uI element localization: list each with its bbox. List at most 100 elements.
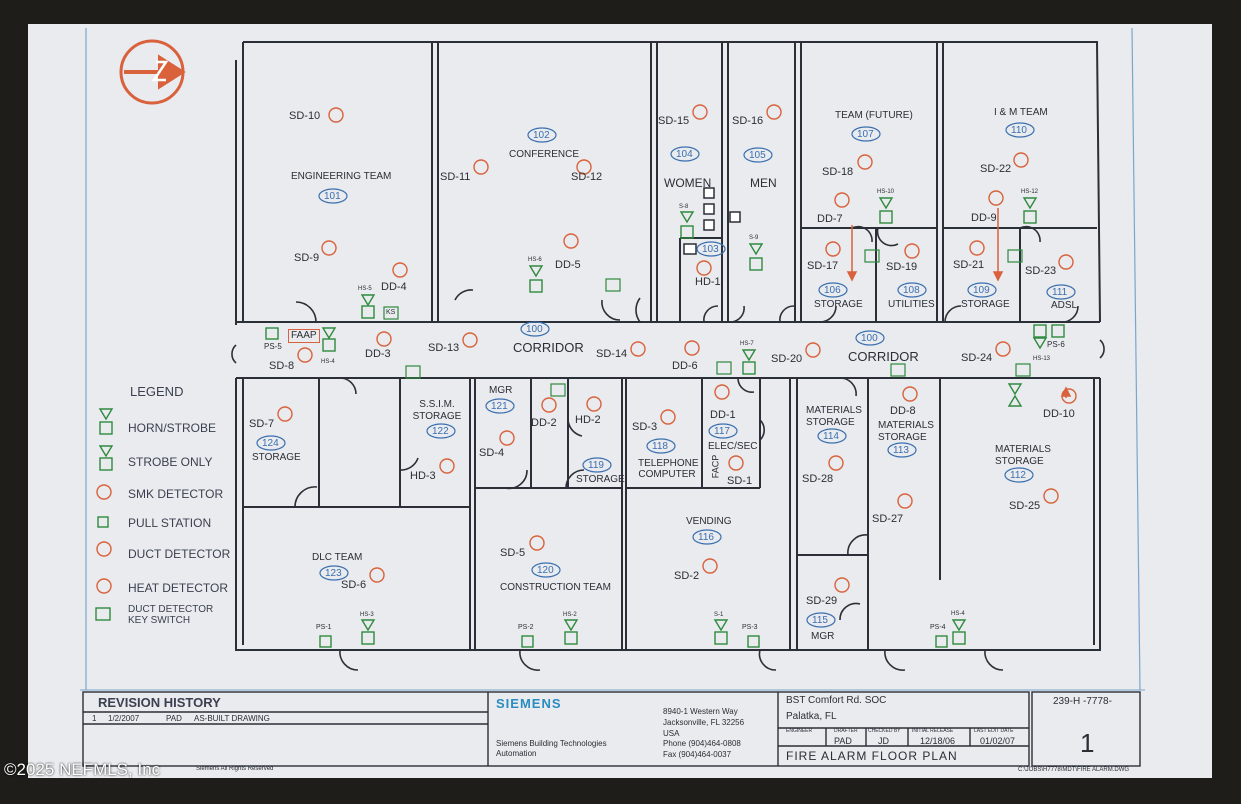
room-number: 118 <box>652 441 668 452</box>
device-label: SD-15 <box>658 115 690 127</box>
device-label: DD-6 <box>672 360 698 372</box>
room-label: STORAGE <box>576 474 625 485</box>
drafter-value: PAD <box>834 736 852 746</box>
device-label: SD-6 <box>341 579 367 591</box>
facp-panel: FACP <box>710 454 721 479</box>
device-label: SD-8 <box>269 360 295 372</box>
device-tag: PS-1 <box>316 624 332 631</box>
room-label: ENGINEERING TEAM <box>291 171 392 182</box>
device-label: DD-1 <box>710 409 736 421</box>
room-label: STORAGE <box>252 452 301 463</box>
device-label: SD-28 <box>802 473 834 485</box>
project-name: BST Comfort Rd. SOC <box>786 695 887 706</box>
engineer-header: ENGINEER <box>786 728 813 734</box>
last-edit-value: 01/02/07 <box>980 736 1016 746</box>
room-number: 106 <box>824 285 841 296</box>
drawing-title: FIRE ALARM FLOOR PLAN <box>786 749 958 763</box>
device-label: DD-8 <box>890 405 916 417</box>
drawing-sheet <box>28 24 1212 778</box>
initial-release-header: INITIAL RELEASE <box>912 728 954 734</box>
room-number: 108 <box>903 285 920 296</box>
device-tag: HS-4 <box>321 359 335 365</box>
device-label: DD-2 <box>531 417 557 429</box>
device-tag: HS-4 <box>951 611 965 617</box>
room-label: ADSL <box>1051 300 1078 311</box>
device-label: SD-2 <box>674 570 700 582</box>
device-label: SD-10 <box>289 110 321 122</box>
fax-number: Fax (904)464-0037 <box>663 750 732 759</box>
room-label: I & M TEAM <box>994 107 1048 118</box>
legend-pull-station: PULL STATION <box>128 516 212 530</box>
room-label: ELEC/SEC <box>708 441 758 452</box>
address-line-3: USA <box>663 729 680 738</box>
room-label: MGR <box>489 385 513 396</box>
device-label: SD-16 <box>732 115 764 127</box>
device-label: DD-7 <box>817 213 843 225</box>
key-switch-tag: KS <box>386 309 396 316</box>
device-label: SD-17 <box>807 260 839 272</box>
device-tag: HS-2 <box>563 612 577 618</box>
room-label: CORRIDOR <box>848 349 919 364</box>
siemens-logo: SIEMENS <box>496 696 562 711</box>
device-label: SD-12 <box>571 171 603 183</box>
room-number: 121 <box>491 401 508 412</box>
room-label: CONFERENCE <box>509 149 580 160</box>
device-label: HD-3 <box>410 470 436 482</box>
room-number: 120 <box>537 565 554 576</box>
revision-author: PAD <box>166 714 182 723</box>
room-number: 110 <box>1011 125 1027 136</box>
project-city: Palatka, FL <box>786 711 837 722</box>
watermark: ©2025 NEFMLS, Inc <box>4 760 161 779</box>
room-number: 100 <box>526 324 543 335</box>
company-division: Automation <box>496 749 537 758</box>
device-tag: HS-13 <box>1033 356 1051 362</box>
device-tag: PS-3 <box>742 624 758 631</box>
faap-panel: FAAP <box>288 329 320 343</box>
room-number: 105 <box>749 150 766 161</box>
checked-by-value: JD <box>878 736 889 746</box>
device-label: SD-9 <box>294 252 320 264</box>
room-number: 123 <box>325 568 342 579</box>
initial-release-value: 12/18/06 <box>920 736 956 746</box>
device-label: SD-5 <box>500 547 526 559</box>
room-number: 124 <box>262 438 279 449</box>
room-label: MEN <box>750 176 777 190</box>
device-tag: S-1 <box>714 612 724 618</box>
room-label: MATERIALS STORAGE <box>806 405 862 428</box>
room-label: CORRIDOR <box>513 340 584 355</box>
room-label: DLC TEAM <box>312 552 363 563</box>
room-label: VENDING <box>686 516 732 527</box>
device-label: SD-24 <box>961 352 993 364</box>
legend-duct-detector: DUCT DETECTOR <box>128 547 231 561</box>
phone-number: Phone (904)464-0808 <box>663 739 741 748</box>
device-tag: PS-6 <box>1047 340 1065 349</box>
device-tag: HS-5 <box>358 286 372 292</box>
device-label: SD-23 <box>1025 265 1057 277</box>
room-number: 119 <box>588 460 604 471</box>
device-tag: S-9 <box>749 235 759 241</box>
device-tag: HS-3 <box>360 612 374 618</box>
device-label: SD-11 <box>440 171 471 183</box>
file-path: C:\JOBS\H7778\MDT\FIRE ALARM.DWG <box>1018 767 1130 773</box>
device-tag: HS-7 <box>740 341 754 347</box>
device-label: SD-4 <box>479 447 505 459</box>
job-number: 239-H -7778- <box>1053 696 1112 707</box>
address-line-1: 8940-1 Western Way <box>663 707 738 716</box>
room-number: 107 <box>857 129 874 140</box>
legend-heat-detector: HEAT DETECTOR <box>128 581 229 595</box>
device-label: SD-18 <box>822 166 854 178</box>
revision-history-title: REVISION HISTORY <box>98 695 221 710</box>
revision-number: 1 <box>92 714 97 723</box>
company-name: Siemens Building Technologies <box>496 739 607 748</box>
device-tag: PS-2 <box>518 624 534 631</box>
device-label: SD-25 <box>1009 500 1041 512</box>
last-edit-header: LAST EDIT DATE <box>974 728 1014 734</box>
device-label: SD-27 <box>872 513 904 525</box>
device-label: SD-7 <box>249 418 275 430</box>
device-label: SD-1 <box>727 475 753 487</box>
legend-key-switch: DUCT DETECTOR KEY SWITCH <box>128 604 214 626</box>
room-number: 117 <box>714 426 730 437</box>
room-number: 114 <box>823 431 839 442</box>
device-tag: PS-4 <box>930 624 946 631</box>
